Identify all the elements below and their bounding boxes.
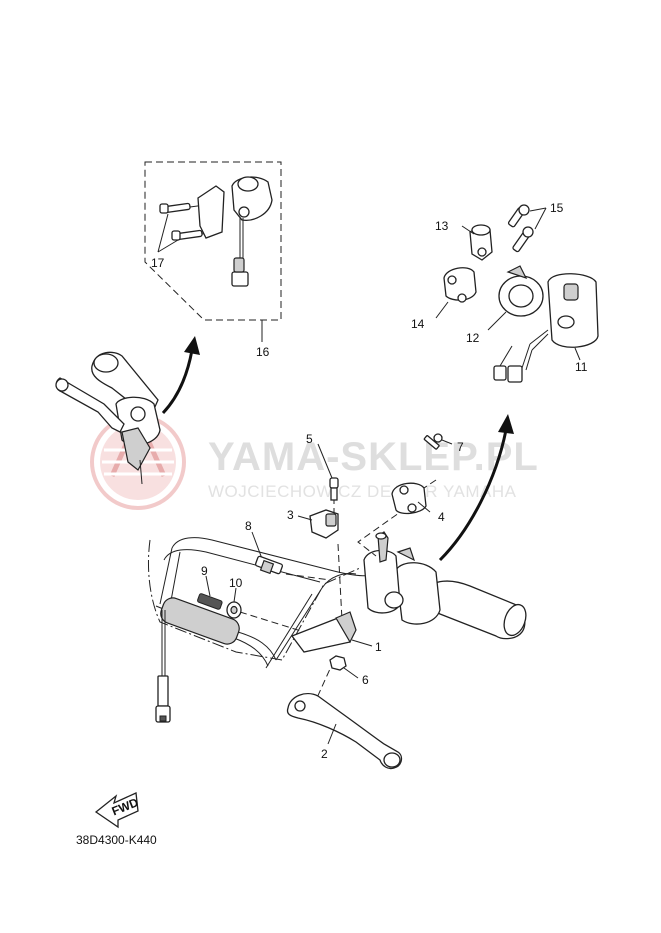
watermark: YAMA-SKLEP.PL WOJCIECHOWICZ DEALER YAMAH…: [90, 414, 539, 510]
callout-9: 9: [201, 564, 208, 578]
connector-b: [507, 365, 523, 383]
callout-4: 4: [438, 510, 445, 524]
callout-3: 3: [287, 508, 294, 522]
diagram-code: 38D4300-K440: [76, 833, 157, 847]
callout-15: 15: [550, 201, 564, 215]
watermark-subtitle: WOJCIECHOWICZ DEALER YAMAHA: [208, 482, 517, 501]
callout-6: 6: [362, 673, 369, 687]
callout-2: 2: [321, 747, 328, 761]
connector-a: [493, 365, 507, 381]
callout-12: 12: [466, 331, 480, 345]
watermark-title: YAMA-SKLEP.PL: [208, 435, 539, 479]
right-grip-assembly: [363, 531, 527, 640]
lever-bracket-1: [290, 611, 373, 653]
arrow-to-switch-group: [438, 429, 508, 562]
inset-lever-holder-box: [144, 161, 282, 342]
bolt-5: [317, 443, 339, 501]
handlebar: [148, 537, 377, 669]
callout-8: 8: [245, 519, 252, 533]
screw-15-upper: [507, 204, 530, 228]
callout-1: 1: [375, 640, 382, 654]
fwd-arrow-icon: FWD: [94, 792, 141, 829]
screw-15-lower: [512, 226, 534, 253]
callout-14: 14: [411, 317, 425, 331]
handlebar-switch-11: [547, 273, 599, 348]
handlebar-knurl-left: [160, 597, 240, 645]
callout-7: 7: [457, 440, 464, 454]
holder-bracket: [197, 185, 225, 239]
callout-5: 5: [306, 432, 313, 446]
callout-10: 10: [229, 576, 243, 590]
callout-11: 11: [575, 360, 588, 374]
callout-16: 16: [256, 345, 270, 359]
brake-lever-2: [286, 693, 403, 770]
callout-17: 17: [151, 256, 165, 270]
switch-8: [251, 531, 284, 575]
clamp-4: [391, 482, 431, 515]
washer-10: [226, 587, 242, 619]
bracket-3: [297, 509, 339, 539]
throttle-housing: [395, 562, 441, 625]
screw-7: [423, 433, 453, 450]
screw-17-upper: [159, 202, 206, 214]
switch-parts-group: [435, 204, 599, 383]
callout-13: 13: [435, 219, 449, 233]
arrow-to-inset: [161, 349, 194, 415]
left-grip-assembly: [55, 351, 171, 723]
nut-6: [329, 655, 359, 679]
switch-connector: [231, 271, 249, 287]
callout-labels: 1 2 3 4 5 6 7 8 9 10 11 12 13 14 15 16 1…: [151, 201, 588, 761]
screw-9: [197, 575, 223, 610]
